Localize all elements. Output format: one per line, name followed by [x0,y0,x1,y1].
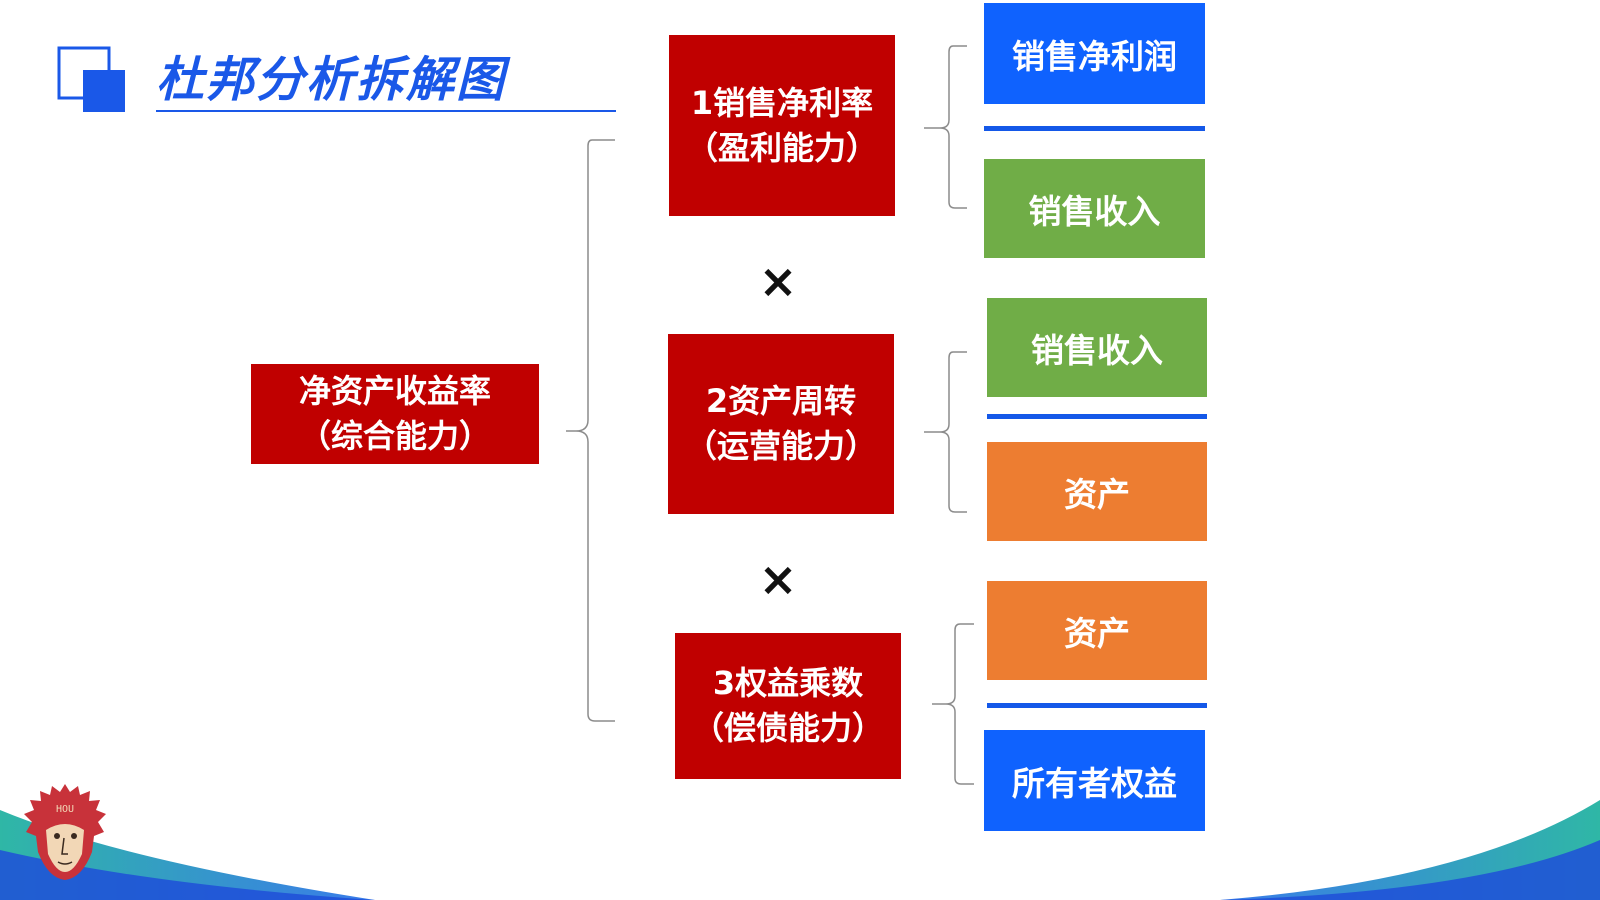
multiply-operator-1: × [758,254,798,308]
svg-text:HOU: HOU [56,804,74,815]
ratio-3-denominator: 所有者权益 [1012,763,1177,803]
factor-2-line-1: 2资产周转 [705,382,857,420]
denominator-box-assets: 资产 [987,442,1207,541]
fraction-bar-3 [987,703,1207,708]
ratio-2-numerator: 销售收入 [1031,330,1163,370]
denominator-box-sales-revenue: 销售收入 [984,159,1205,258]
ratio-3-numerator: 资产 [1064,613,1130,653]
root-line-1: 净资产收益率 [298,372,491,410]
brace-2 [924,351,967,513]
factor-box-asset-turnover: 2资产周转 （运营能力） [668,334,894,514]
brace-1 [924,45,967,209]
factor-3-line-1: 3权益乘数 [712,664,864,702]
multiply-operator-2: × [758,552,798,606]
fraction-bar-2 [987,414,1207,419]
title-underline [156,110,616,112]
ratio-2-denominator: 资产 [1064,474,1130,514]
numerator-box-net-profit: 销售净利润 [984,3,1205,104]
factor-1-line-1: 1销售净利率 [690,83,874,122]
factor-box-equity-multiplier: 3权益乘数 （偿债能力） [675,633,901,779]
monkey-mascot-icon: HOU [24,784,106,880]
main-brace [566,139,615,722]
title-logo-squares-icon [57,46,129,114]
brace-3 [932,623,974,785]
numerator-box-sales-revenue: 销售收入 [987,298,1207,397]
ratio-1-numerator: 销售净利润 [1012,36,1177,76]
numerator-box-assets: 资产 [987,581,1207,680]
factor-2-line-2: （运营能力） [684,427,877,465]
bottom-right-wave [1220,800,1600,900]
root-box-roe: 净资产收益率 （综合能力） [251,364,539,464]
factor-3-line-2: （偿债能力） [691,709,884,747]
factor-1-line-2: （盈利能力） [685,128,878,167]
fraction-bar-1 [984,126,1205,131]
page-title: 杜邦分析拆解图 [156,52,507,108]
denominator-box-owners-equity: 所有者权益 [984,730,1205,831]
root-line-2: （综合能力） [298,417,491,455]
ratio-1-denominator: 销售收入 [1028,191,1161,231]
bottom-left-wave [0,810,375,900]
factor-box-net-profit-margin: 1销售净利率 （盈利能力） [669,35,895,216]
